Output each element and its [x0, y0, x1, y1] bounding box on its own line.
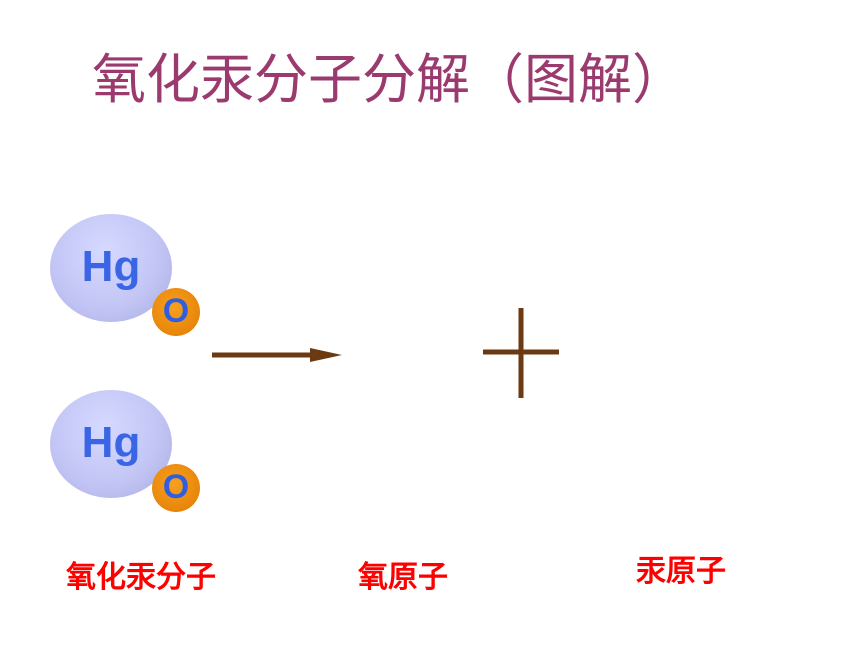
mercury-atom: Hg: [50, 390, 172, 498]
mercury-oxide-molecule: Hg O: [50, 214, 202, 338]
oxygen-symbol: O: [162, 468, 190, 506]
page-title: 氧化汞分子分解（图解）: [92, 48, 686, 111]
mercury-symbol: Hg: [81, 418, 141, 467]
mercury-symbol: Hg: [81, 242, 141, 291]
mercury-oxide-molecule: Hg O: [50, 390, 202, 514]
oxygen-symbol: O: [162, 292, 190, 330]
mercury-atom: Hg: [50, 214, 172, 322]
plus-icon: [483, 308, 559, 398]
mercury-oxide-molecule-label: 氧化汞分子: [66, 560, 216, 595]
oxygen-atom-label: 氧原子: [358, 560, 448, 595]
mercury-atom-label: 汞原子: [636, 554, 726, 589]
oxygen-atom: O: [152, 464, 200, 512]
right-arrow-icon: [212, 348, 342, 362]
oxygen-atom: O: [152, 288, 200, 336]
